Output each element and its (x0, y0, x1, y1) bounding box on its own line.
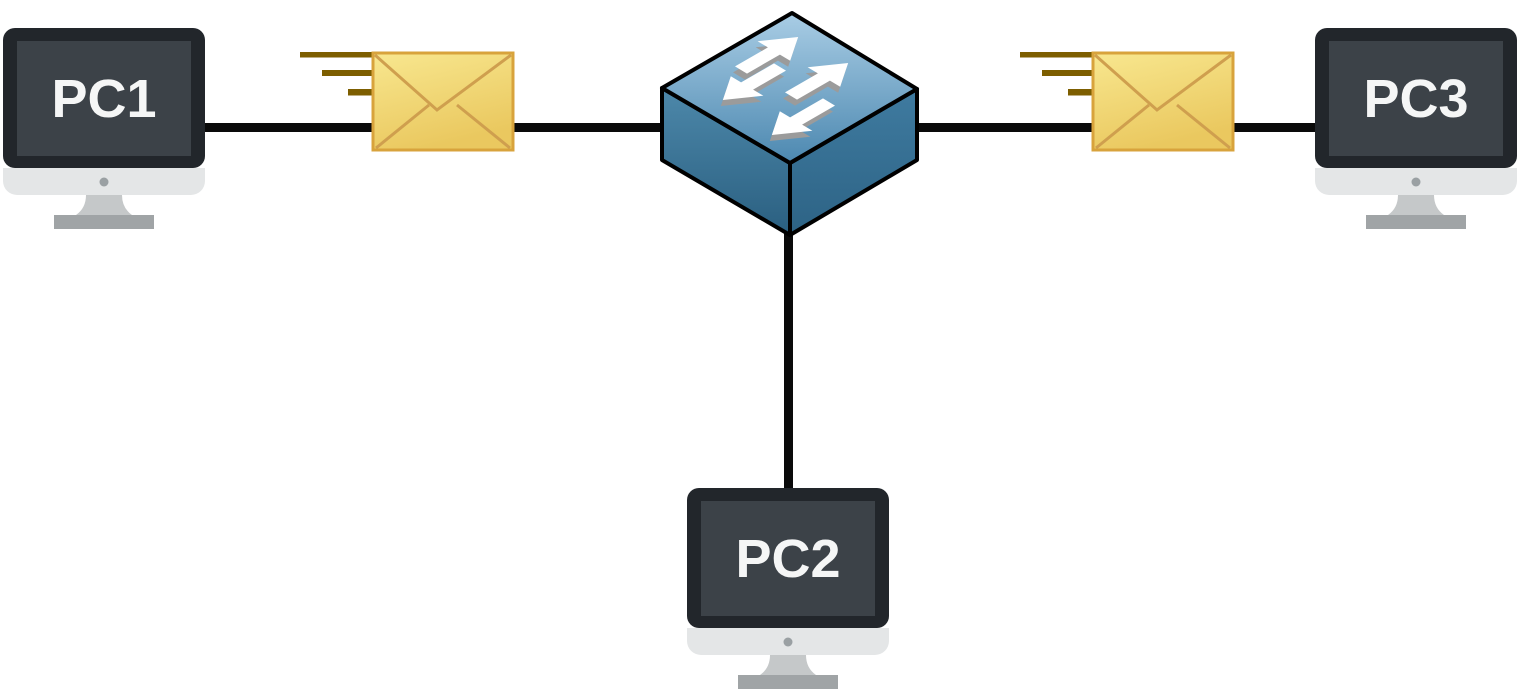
speed-line (300, 52, 372, 58)
envelope-flap (1094, 53, 1232, 112)
speed-line (1068, 89, 1092, 96)
envelope-body (371, 51, 515, 152)
packet-pc1-switch (300, 51, 515, 152)
crossing-arrows-icon (720, 37, 849, 141)
envelope-icon (1020, 51, 1235, 152)
speed-line (1042, 70, 1092, 76)
arrow-sw (771, 98, 835, 135)
envelope-fold-left (1095, 103, 1150, 150)
monitor-stand-base (738, 675, 838, 689)
pc2-node: PC2 (687, 488, 889, 689)
monitor-logo-dot (783, 637, 793, 647)
arrow-ne (735, 37, 799, 74)
arrow-ne (785, 63, 849, 100)
envelope-fold-right (1176, 103, 1231, 150)
monitor-screen (17, 41, 191, 156)
monitor-stand-neck (760, 655, 816, 675)
computer-icon: PC3 (1315, 28, 1517, 229)
monitor-stand-base (54, 215, 154, 229)
link-switch-pc2 (784, 225, 793, 492)
packet-switch-pc3 (1020, 51, 1235, 152)
speed-lines (300, 52, 372, 96)
computer-icon: PC1 (3, 28, 205, 229)
monitor-logo-dot (99, 177, 109, 187)
speed-line (322, 70, 372, 76)
envelope-fold-left (375, 103, 430, 150)
speed-line (348, 89, 372, 96)
arrow-sw (722, 63, 786, 100)
monitor-stand-base (1366, 215, 1466, 229)
switch-icon (660, 11, 919, 237)
pc3-node: PC3 (1315, 28, 1517, 229)
envelope-flap (374, 53, 512, 112)
monitor-stand-neck (76, 195, 132, 215)
switch-top-face (660, 11, 919, 165)
pc1-node: PC1 (3, 28, 205, 229)
speed-line (1020, 52, 1092, 58)
switch-node (660, 11, 919, 237)
pc2-label: PC2 (735, 529, 840, 589)
pc1-label: PC1 (51, 69, 156, 129)
monitor-screen (1329, 41, 1503, 156)
envelope-icon (300, 51, 515, 152)
pc3-label: PC3 (1363, 69, 1468, 129)
monitor-stand-neck (1388, 195, 1444, 215)
monitor-logo-dot (1411, 177, 1421, 187)
computer-icon: PC2 (687, 488, 889, 689)
monitor-screen (701, 501, 875, 616)
envelope-fold-right (456, 103, 511, 150)
speed-lines (1020, 52, 1092, 96)
